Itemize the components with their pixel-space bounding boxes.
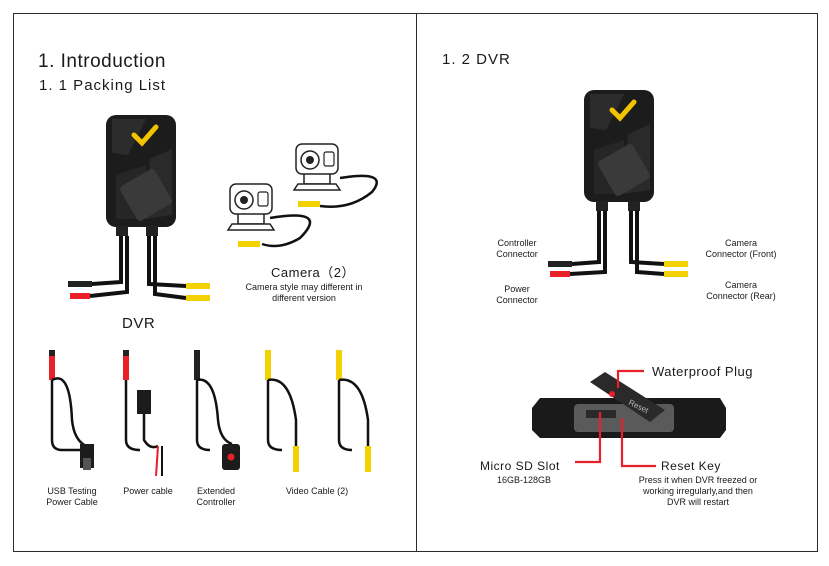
sd-capacity-label: 16GB-128GB [496, 475, 552, 485]
section-title: 1. Introduction [38, 51, 166, 72]
dvr-connectors-image [548, 90, 688, 277]
reset-note-line2: working irregularly,and then [643, 486, 753, 496]
video-cable-image [265, 350, 371, 472]
controller-connector-line2: Connector [496, 249, 538, 259]
usb-cable-image [49, 350, 94, 470]
video-cable-label: Video Cable (2) [285, 486, 349, 496]
controller-label-line1: Extended [196, 486, 236, 496]
reset-note-line3: DVR will restart [666, 497, 729, 507]
micro-sd-label: Micro SD Slot [480, 459, 560, 473]
camera-label: Camera（2） [271, 265, 355, 280]
controller-label-line2: Controller [196, 497, 236, 507]
usb-cable-label-line2: Power Cable [46, 497, 98, 507]
dvr-label: DVR [122, 315, 156, 332]
section-subtitle: 1. 1 Packing List [39, 77, 167, 94]
camera-rear-line1: Camera [724, 280, 757, 290]
power-connector-line2: Connector [496, 295, 538, 305]
usb-cable-label-line1: USB Testing [47, 486, 97, 496]
camera-note-line1: Camera style may different in [245, 282, 363, 292]
dvr-section-title: 1. 2 DVR [442, 51, 511, 68]
reset-key-label: Reset Key [661, 459, 721, 473]
dvr-top-view-image [532, 372, 726, 438]
camera-rear-line2: Connector (Rear) [706, 291, 776, 301]
camera-image [227, 143, 378, 248]
camera-front-line2: Connector (Front) [705, 249, 777, 259]
camera-note-line2: different version [272, 293, 336, 303]
callout-lines [575, 369, 656, 468]
dvr-panel [416, 13, 818, 552]
dvr-device-image [68, 115, 210, 301]
power-cable-label: Power cable [123, 486, 173, 496]
reset-note-line1: Press it when DVR freezed or [638, 475, 758, 485]
controller-connector-line1: Controller [497, 238, 537, 248]
camera-front-line1: Camera [724, 238, 757, 248]
power-cable-image [123, 350, 163, 477]
power-connector-line1: Power [504, 284, 530, 294]
waterproof-plug-label: Waterproof Plug [652, 364, 753, 379]
extended-controller-image [194, 350, 240, 470]
